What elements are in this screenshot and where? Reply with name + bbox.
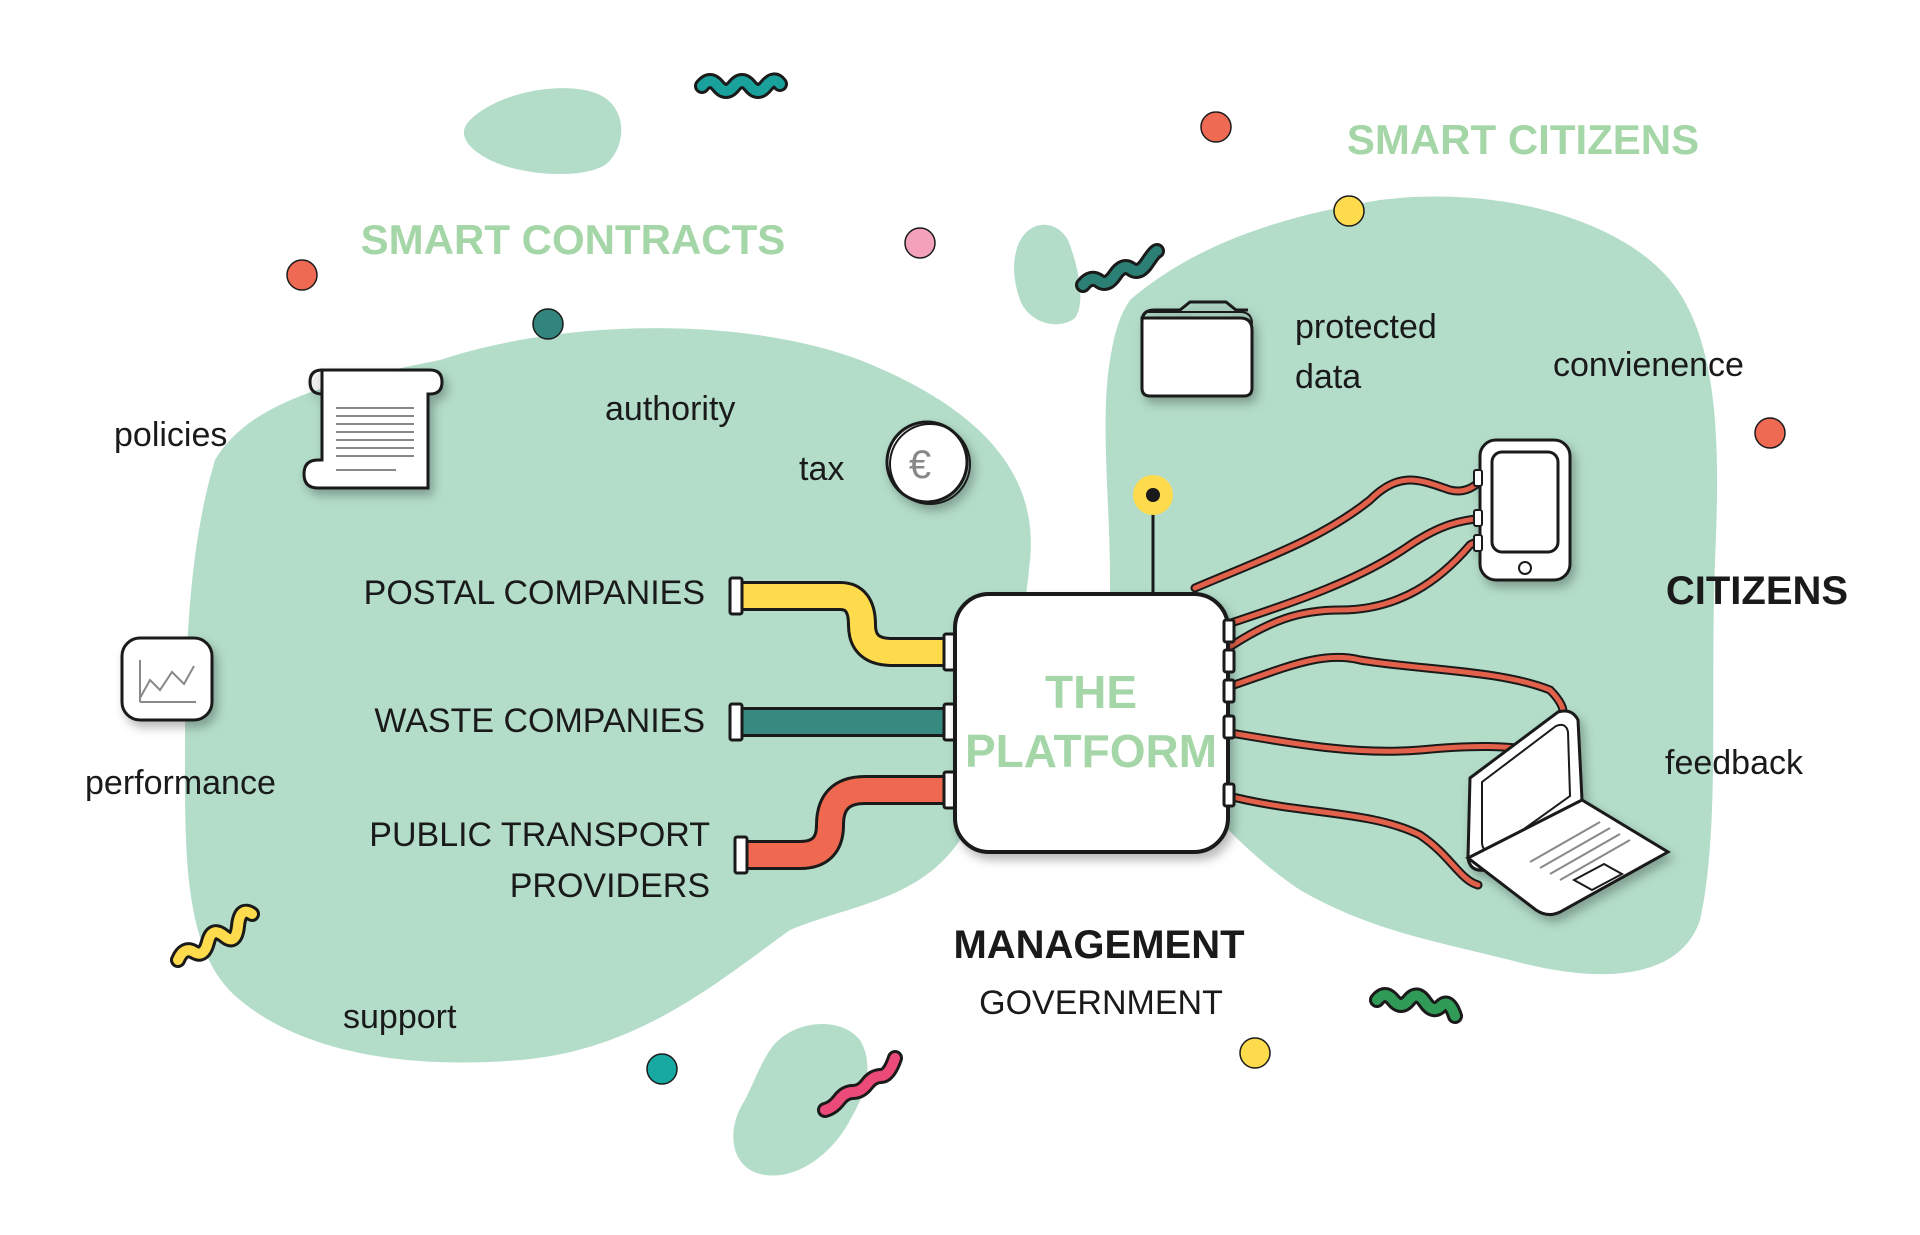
support-label: support	[343, 998, 457, 1036]
transport-pipe	[745, 778, 950, 867]
waste-companies-label: WASTE COMPANIES	[374, 702, 705, 740]
dot-red	[1754, 417, 1786, 449]
chart-icon	[120, 636, 214, 722]
phone-cable	[1222, 515, 1488, 628]
convenience-label: convienence	[1553, 346, 1744, 384]
authority-label: authority	[605, 390, 735, 428]
platform-title-line2: PLATFORM	[965, 725, 1217, 777]
public-transport-label-line2: PROVIDERS	[510, 867, 710, 905]
tax-label: tax	[799, 450, 844, 488]
folder-icon	[1140, 300, 1254, 398]
feedback-label: feedback	[1665, 744, 1804, 782]
policies-label: policies	[114, 416, 227, 454]
dot-darkteal	[532, 308, 564, 340]
protected-data-label-line1: protected	[1295, 308, 1437, 346]
citizen-cables	[1190, 473, 1568, 890]
phone-cable	[1192, 475, 1488, 591]
dot-teal	[646, 1053, 678, 1085]
laptop-cable	[1222, 729, 1548, 755]
phone-icon	[1473, 438, 1572, 582]
squiggle-darkteal	[1078, 246, 1162, 290]
smart-citizens-heading: SMART CITIZENS	[1347, 116, 1699, 163]
performance-label: performance	[85, 764, 276, 802]
provider-pipes	[740, 581, 950, 870]
mid-small-blob	[1014, 224, 1081, 325]
dot-red	[286, 259, 318, 291]
platform-box	[953, 592, 1230, 854]
citizens-heading: CITIZENS	[1666, 569, 1848, 613]
government-label: GOVERNMENT	[979, 984, 1223, 1022]
postal-pipe-cap	[728, 576, 744, 616]
squiggle-pink	[820, 1053, 900, 1115]
euro-coin-icon: €	[885, 420, 971, 505]
left-blob	[185, 328, 1031, 1063]
laptop-cable	[1222, 654, 1566, 716]
smart-contracts-heading: SMART CONTRACTS	[361, 216, 786, 263]
protected-data-label-line2: data	[1295, 358, 1361, 396]
dot-red	[1200, 111, 1232, 143]
dot-yellow	[1239, 1037, 1271, 1069]
squiggles	[170, 72, 1463, 1118]
laptop-cable	[1222, 792, 1481, 888]
bottom-small-blob	[733, 1023, 868, 1176]
postal-companies-label: POSTAL COMPANIES	[364, 574, 705, 612]
squiggle-green	[1372, 990, 1460, 1021]
document-icon	[302, 368, 444, 490]
platform-title-line1: THE	[1045, 666, 1137, 718]
platform-right-ports	[1222, 618, 1236, 808]
squiggle-teal	[697, 75, 785, 96]
waste-pipe-cap	[728, 702, 744, 742]
dot-pink	[904, 227, 936, 259]
postal-pipe	[740, 584, 950, 664]
top-small-blob	[463, 88, 622, 175]
transport-pipe-cap	[733, 835, 749, 875]
laptop-icon	[1465, 709, 1671, 917]
management-heading: MANAGEMENT	[953, 923, 1244, 967]
euro-symbol: €	[909, 443, 931, 487]
dot-yellow	[1333, 195, 1365, 227]
public-transport-label-line1: PUBLIC TRANSPORT	[369, 816, 710, 854]
antenna	[1133, 475, 1173, 595]
squiggle-yellow	[173, 906, 257, 965]
confetti-dots	[286, 111, 1786, 1085]
